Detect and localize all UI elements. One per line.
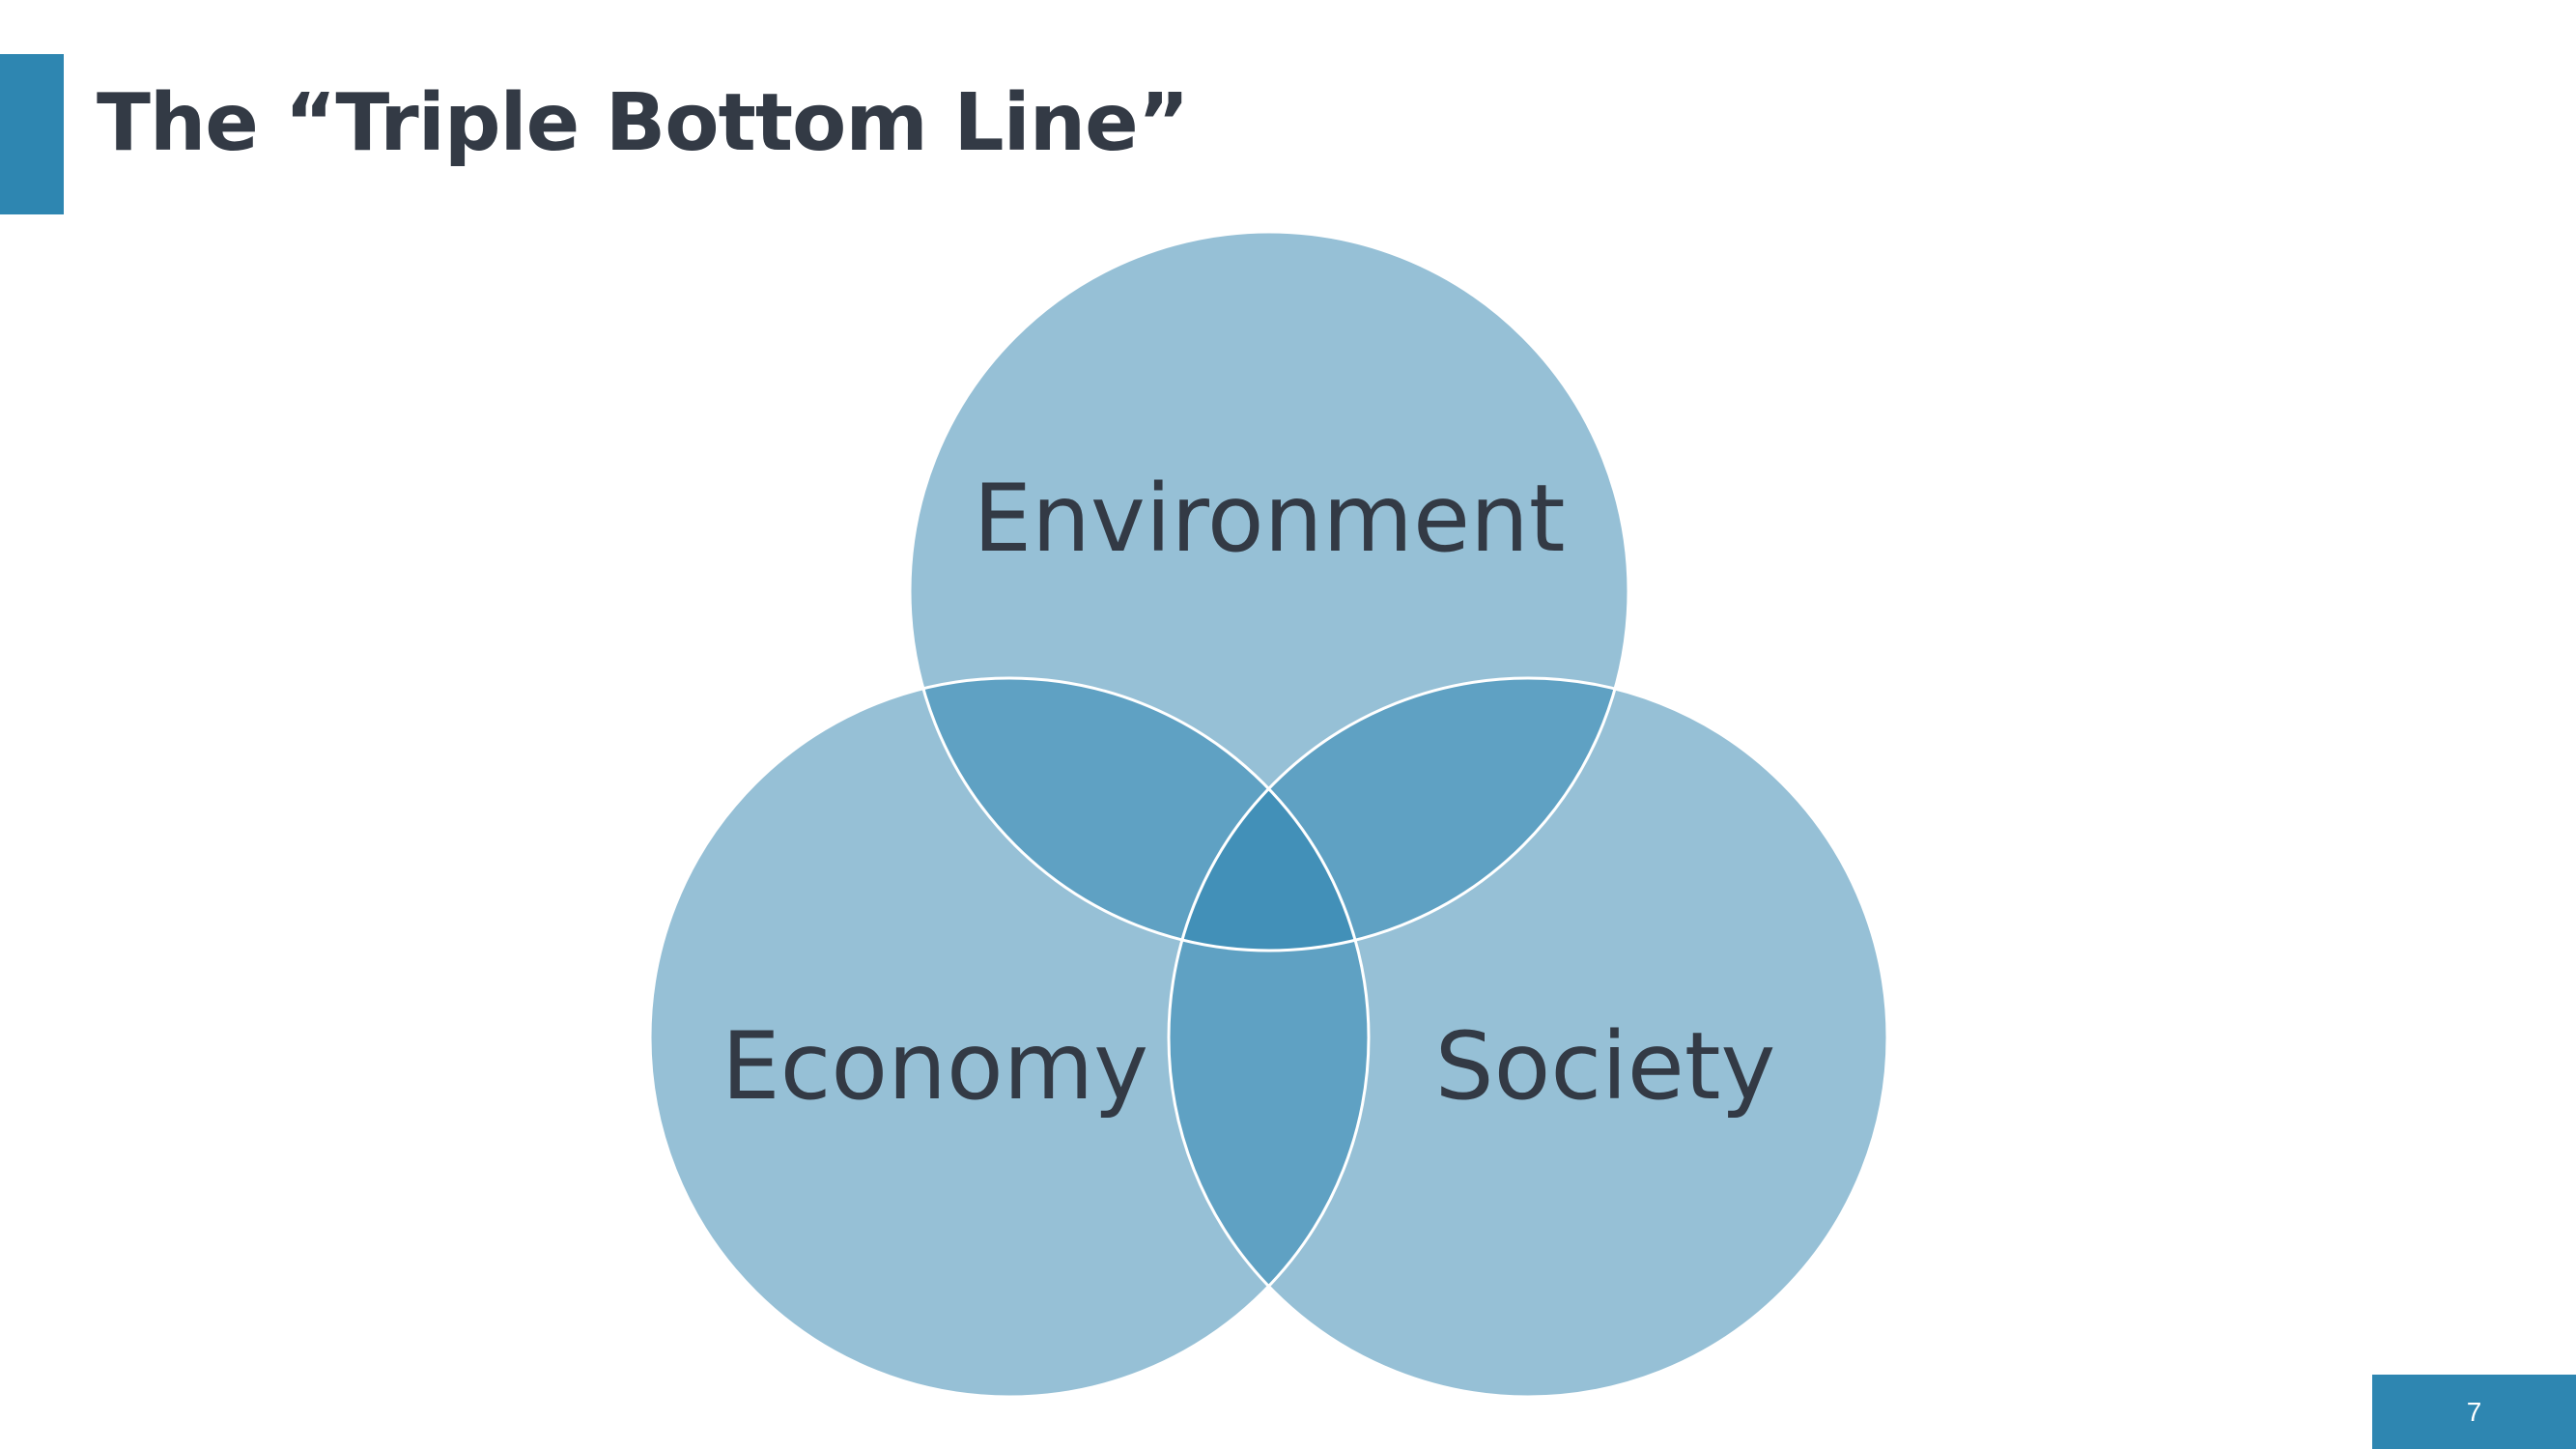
label-environment: Environment <box>974 465 1566 573</box>
outline-economy <box>648 676 1371 1399</box>
page-number: 7 <box>2466 1397 2482 1427</box>
label-economy: Economy <box>722 1012 1148 1121</box>
overlap-environment-society <box>1169 678 1628 951</box>
page-number-badge: 7 <box>2372 1375 2576 1449</box>
slide-title: The “Triple Bottom Line” <box>97 77 1190 169</box>
outline-society <box>1167 676 1889 1399</box>
label-society: Society <box>1435 1012 1776 1121</box>
title-accent-bar <box>0 54 64 214</box>
outline-environment <box>908 230 1630 952</box>
overlap-environment-economy <box>910 678 1369 951</box>
